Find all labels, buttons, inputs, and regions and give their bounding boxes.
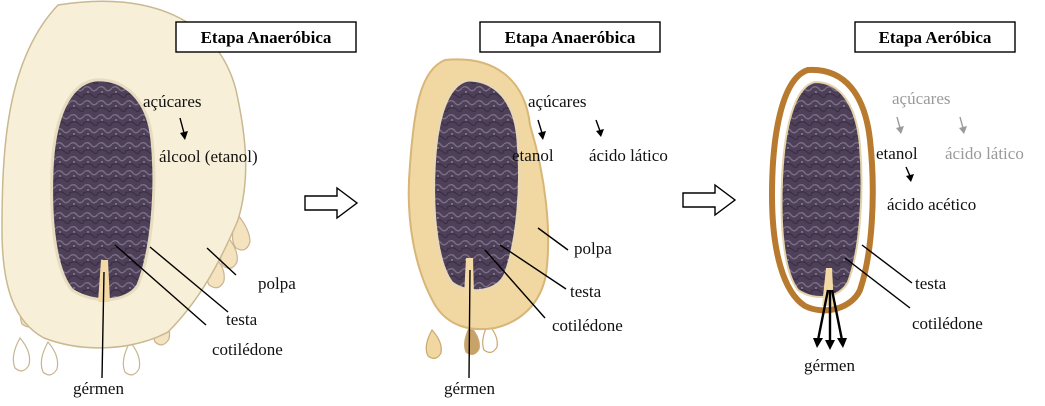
label-cotyledon-2: cotilédone <box>552 316 623 335</box>
stage-title-3: Etapa Aeróbica <box>879 28 992 47</box>
cocoa-bean-stage-3 <box>782 82 862 297</box>
stage-title-2: Etapa Anaeróbica <box>505 28 636 47</box>
label-alcohol-1: álcool (etanol) <box>159 147 258 166</box>
arrow-right-outline-icon <box>683 185 735 215</box>
label-cotyledon-3: cotilédone <box>912 314 983 333</box>
label-sugars-3: açúcares <box>892 89 951 108</box>
arrow-down-icon <box>906 174 914 182</box>
label-ethanol-3: etanol <box>876 144 918 163</box>
stage-3: Etapa Aeróbica açúcares etanol ácido lát… <box>772 22 1024 375</box>
label-testa-3: testa <box>915 274 947 293</box>
label-lactic-3: ácido lático <box>945 144 1024 163</box>
label-testa-2: testa <box>570 282 602 301</box>
arrow-down-icon <box>813 338 823 348</box>
faded-arrows <box>897 117 963 128</box>
label-pulp-1: polpa <box>258 274 296 293</box>
arrow-down-icon <box>538 131 546 140</box>
label-acetic-3: ácido acético <box>887 195 976 214</box>
arrow-right-outline-icon <box>305 188 357 218</box>
stage-1: Etapa Anaeróbica açúcares álcool (etanol… <box>2 1 356 398</box>
label-sugars-1: açúcares <box>143 92 202 111</box>
label-testa-1: testa <box>226 310 258 329</box>
label-germ-2: gérmen <box>444 379 495 398</box>
arrow-down-icon <box>837 338 847 348</box>
label-ethanol-2: etanol <box>512 146 554 165</box>
arrow-down-icon <box>825 340 835 350</box>
stage-title-1: Etapa Anaeróbica <box>201 28 332 47</box>
stage-2: Etapa Anaeróbica açúcares etanol ácido l… <box>409 22 668 398</box>
label-cotyledon-1: cotilédone <box>212 340 283 359</box>
label-lactic-2: ácido lático <box>589 146 668 165</box>
label-germ-1: gérmen <box>73 379 124 398</box>
arrow-line <box>906 167 910 176</box>
label-germ-3: gérmen <box>804 356 855 375</box>
label-pulp-2: polpa <box>574 239 612 258</box>
arrow-down-icon <box>896 126 904 134</box>
arrow-down-icon <box>959 126 967 134</box>
label-sugars-2: açúcares <box>528 92 587 111</box>
cocoa-bean-stage-2 <box>434 80 520 291</box>
arrow-down-icon <box>596 129 604 137</box>
